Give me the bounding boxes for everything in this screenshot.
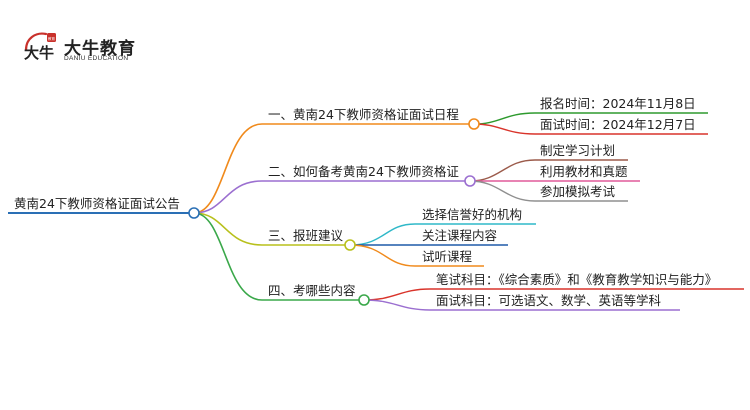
branch-1-label: 一、黄南24下教师资格证面试日程 (268, 107, 459, 122)
branch-1-junction (468, 118, 480, 130)
leaf-2-1-connector (469, 159, 628, 182)
leaf-3-2: 关注课程内容 (422, 228, 498, 243)
branch-3-connector (193, 212, 350, 246)
leaf-1-2: 面试时间：2024年12月7日 (540, 117, 696, 132)
leaf-1-2-connector (473, 123, 708, 135)
branch-1-connector (193, 123, 474, 214)
leaf-3-3-connector (349, 244, 484, 267)
leaf-4-1: 笔试科目：《综合素质》和《教育教学知识与能力》 (436, 272, 718, 287)
brand-logo: 大牛 教育 大牛教育 DANIU EDUCATION (20, 28, 150, 68)
branch-2-label: 二、如何备考黄南24下教师资格证 (268, 164, 459, 179)
root-junction (188, 207, 200, 219)
branch-4-label: 四、考哪些内容 (268, 283, 356, 298)
leaf-2-2: 利用教材和真题 (540, 164, 628, 179)
branch-3-junction (344, 239, 356, 251)
leaf-2-1: 制定学习计划 (540, 143, 616, 158)
svg-text:教育: 教育 (48, 36, 55, 41)
branch-4-connector (193, 212, 364, 301)
leaf-1-1-connector (473, 112, 708, 125)
leaf-4-2-connector (363, 299, 680, 311)
leaf-2-3: 参加模拟考试 (540, 184, 616, 199)
brand-name: 大牛教育 (64, 39, 136, 59)
leaf-3-1: 选择信誉好的机构 (422, 207, 523, 222)
leaf-3-1-connector (349, 223, 536, 246)
brand-subtitle: DANIU EDUCATION (64, 55, 129, 62)
branch-4-junction (358, 294, 370, 306)
leaf-4-1-connector (363, 288, 744, 301)
logo-mark-icon: 大牛 教育 (24, 32, 56, 62)
leaf-2-3-connector (469, 180, 628, 202)
svg-text:大牛: 大牛 (24, 44, 54, 62)
branch-2-junction (464, 175, 476, 187)
branch-3-label: 三、报班建议 (268, 228, 344, 243)
leaf-3-3: 试听课程 (422, 249, 473, 264)
branch-2-connector (193, 180, 470, 214)
leaf-1-1: 报名时间：2024年11月8日 (540, 96, 696, 111)
leaf-4-2: 面试科目：可选语文、数学、英语等学科 (436, 293, 662, 308)
root-topic: 黄南24下教师资格证面试公告 (14, 196, 180, 211)
